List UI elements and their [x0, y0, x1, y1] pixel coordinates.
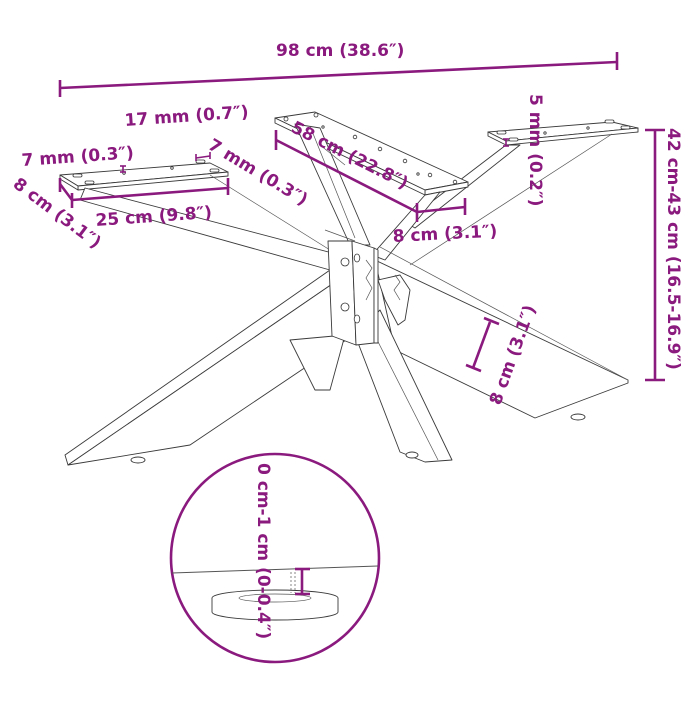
small-mounting-plate-right	[487, 119, 639, 146]
height-dimension	[645, 128, 665, 382]
foot-adjustment-label: 0 cm-1 cm (0-0.4″)	[253, 463, 273, 639]
small-plate-hole-offset-markers	[120, 152, 211, 173]
table-leg-frame	[59, 111, 639, 466]
back-right-leg	[404, 133, 613, 266]
foot-adjustment-marker	[295, 567, 310, 596]
small-mounting-plate	[59, 159, 229, 191]
upper-crossing-legs	[294, 123, 441, 261]
dimension-lines	[58, 52, 665, 382]
leg-width-dimension	[465, 316, 500, 373]
plate-thickness-marker	[503, 138, 509, 147]
long-plate-length-dimension	[274, 130, 467, 222]
plate-thickness-label: 5 mm (0.2″)	[525, 94, 545, 206]
height-label: 42 cm-43 cm (16.5-16.9″)	[663, 128, 683, 370]
long-plate-width-label: 8 cm (3.1″)	[392, 222, 498, 247]
foot-detail-callout: 0 cm-1 cm (0-0.4″)	[169, 452, 381, 664]
overall-length-label: 98 cm (38.6″)	[276, 41, 404, 61]
left-edge-offset-label: 7 mm (0.3″)	[21, 143, 134, 171]
small-plate-length-dimension	[58, 178, 230, 208]
front-left-leg	[64, 269, 353, 466]
hole-spacing-label: 17 mm (0.7″)	[124, 102, 249, 131]
overall-length-dimension	[58, 52, 619, 97]
center-hub-bracket	[324, 229, 411, 346]
